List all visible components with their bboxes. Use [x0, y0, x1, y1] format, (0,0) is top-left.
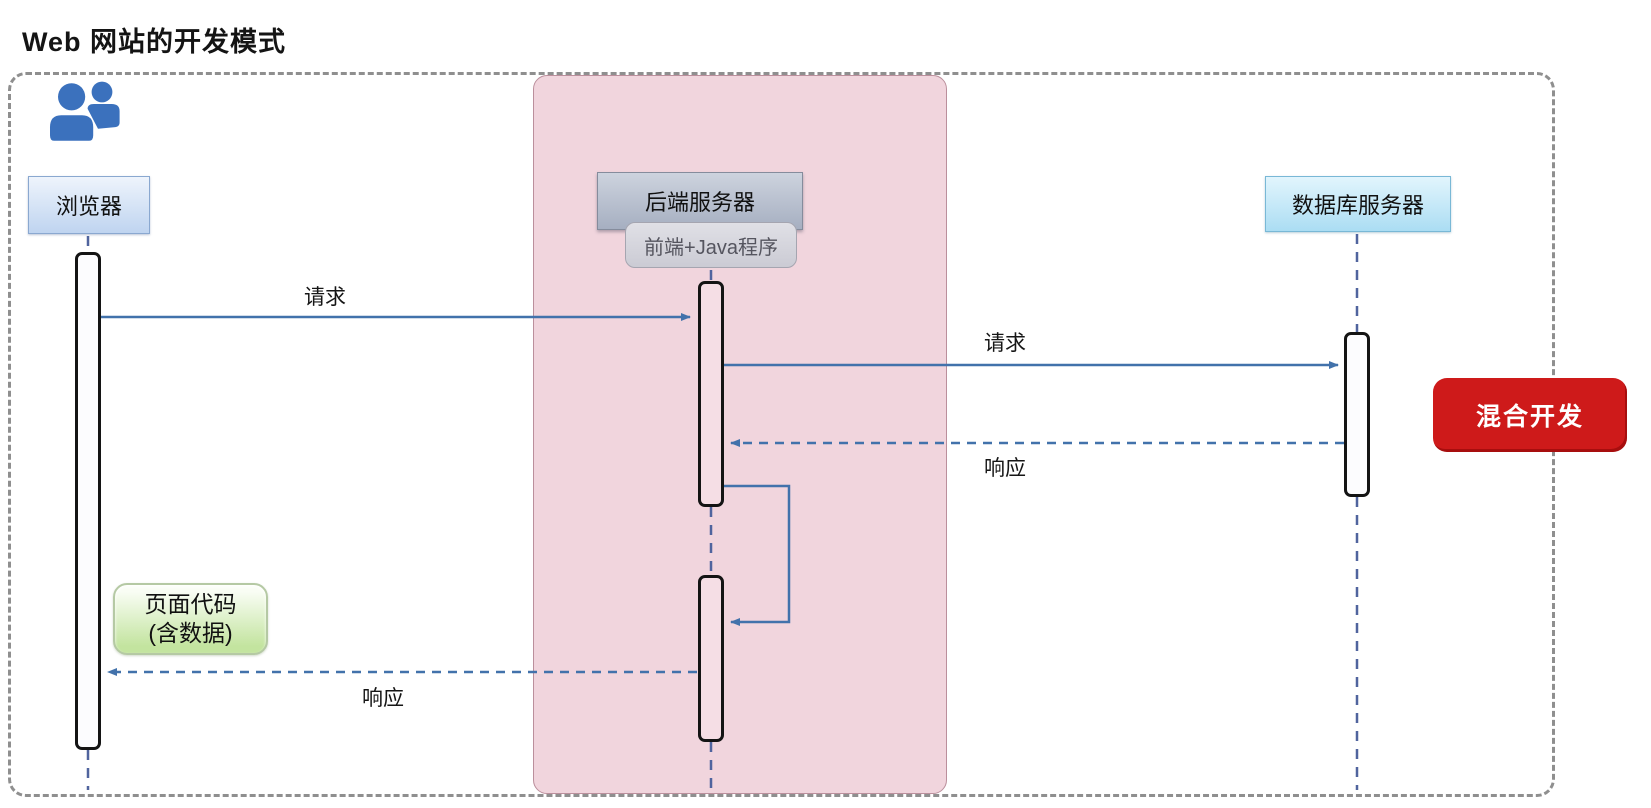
actor-backend-sub-label: 前端+Java程序: [644, 236, 778, 259]
activation-bar-backend-1: [698, 281, 724, 507]
actor-browser-label: 浏览器: [55, 194, 122, 219]
activation-bar-browser: [75, 252, 101, 750]
message-label-response-1: 响应: [984, 457, 1026, 480]
actor-box-database: 数据库服务器: [1265, 176, 1451, 232]
activation-bar-backend-2: [698, 575, 724, 742]
note-page-code-line2: (含数据): [148, 620, 233, 646]
actor-box-browser: 浏览器: [28, 176, 150, 234]
badge-hybrid-label: 混合开发: [1475, 403, 1584, 431]
note-page-code-line1: 页面代码: [144, 591, 237, 618]
message-label-request-1: 请求: [304, 286, 346, 309]
note-page-code: 页面代码 (含数据): [113, 583, 268, 655]
actor-backend-label: 后端服务器: [644, 190, 755, 215]
activation-bar-database: [1344, 332, 1370, 497]
actor-backend-sub-box: 前端+Java程序: [625, 222, 797, 268]
arrow-self-loop-backend: [723, 484, 791, 626]
page-title: Web 网站的开发模式: [22, 27, 287, 57]
actor-database-label: 数据库服务器: [1291, 193, 1424, 218]
users-icon: [50, 81, 120, 141]
message-label-request-2: 请求: [984, 332, 1026, 355]
message-label-response-2: 响应: [362, 687, 404, 710]
lifelines: [86, 234, 1359, 790]
badge-hybrid-development: 混合开发: [1433, 378, 1627, 452]
